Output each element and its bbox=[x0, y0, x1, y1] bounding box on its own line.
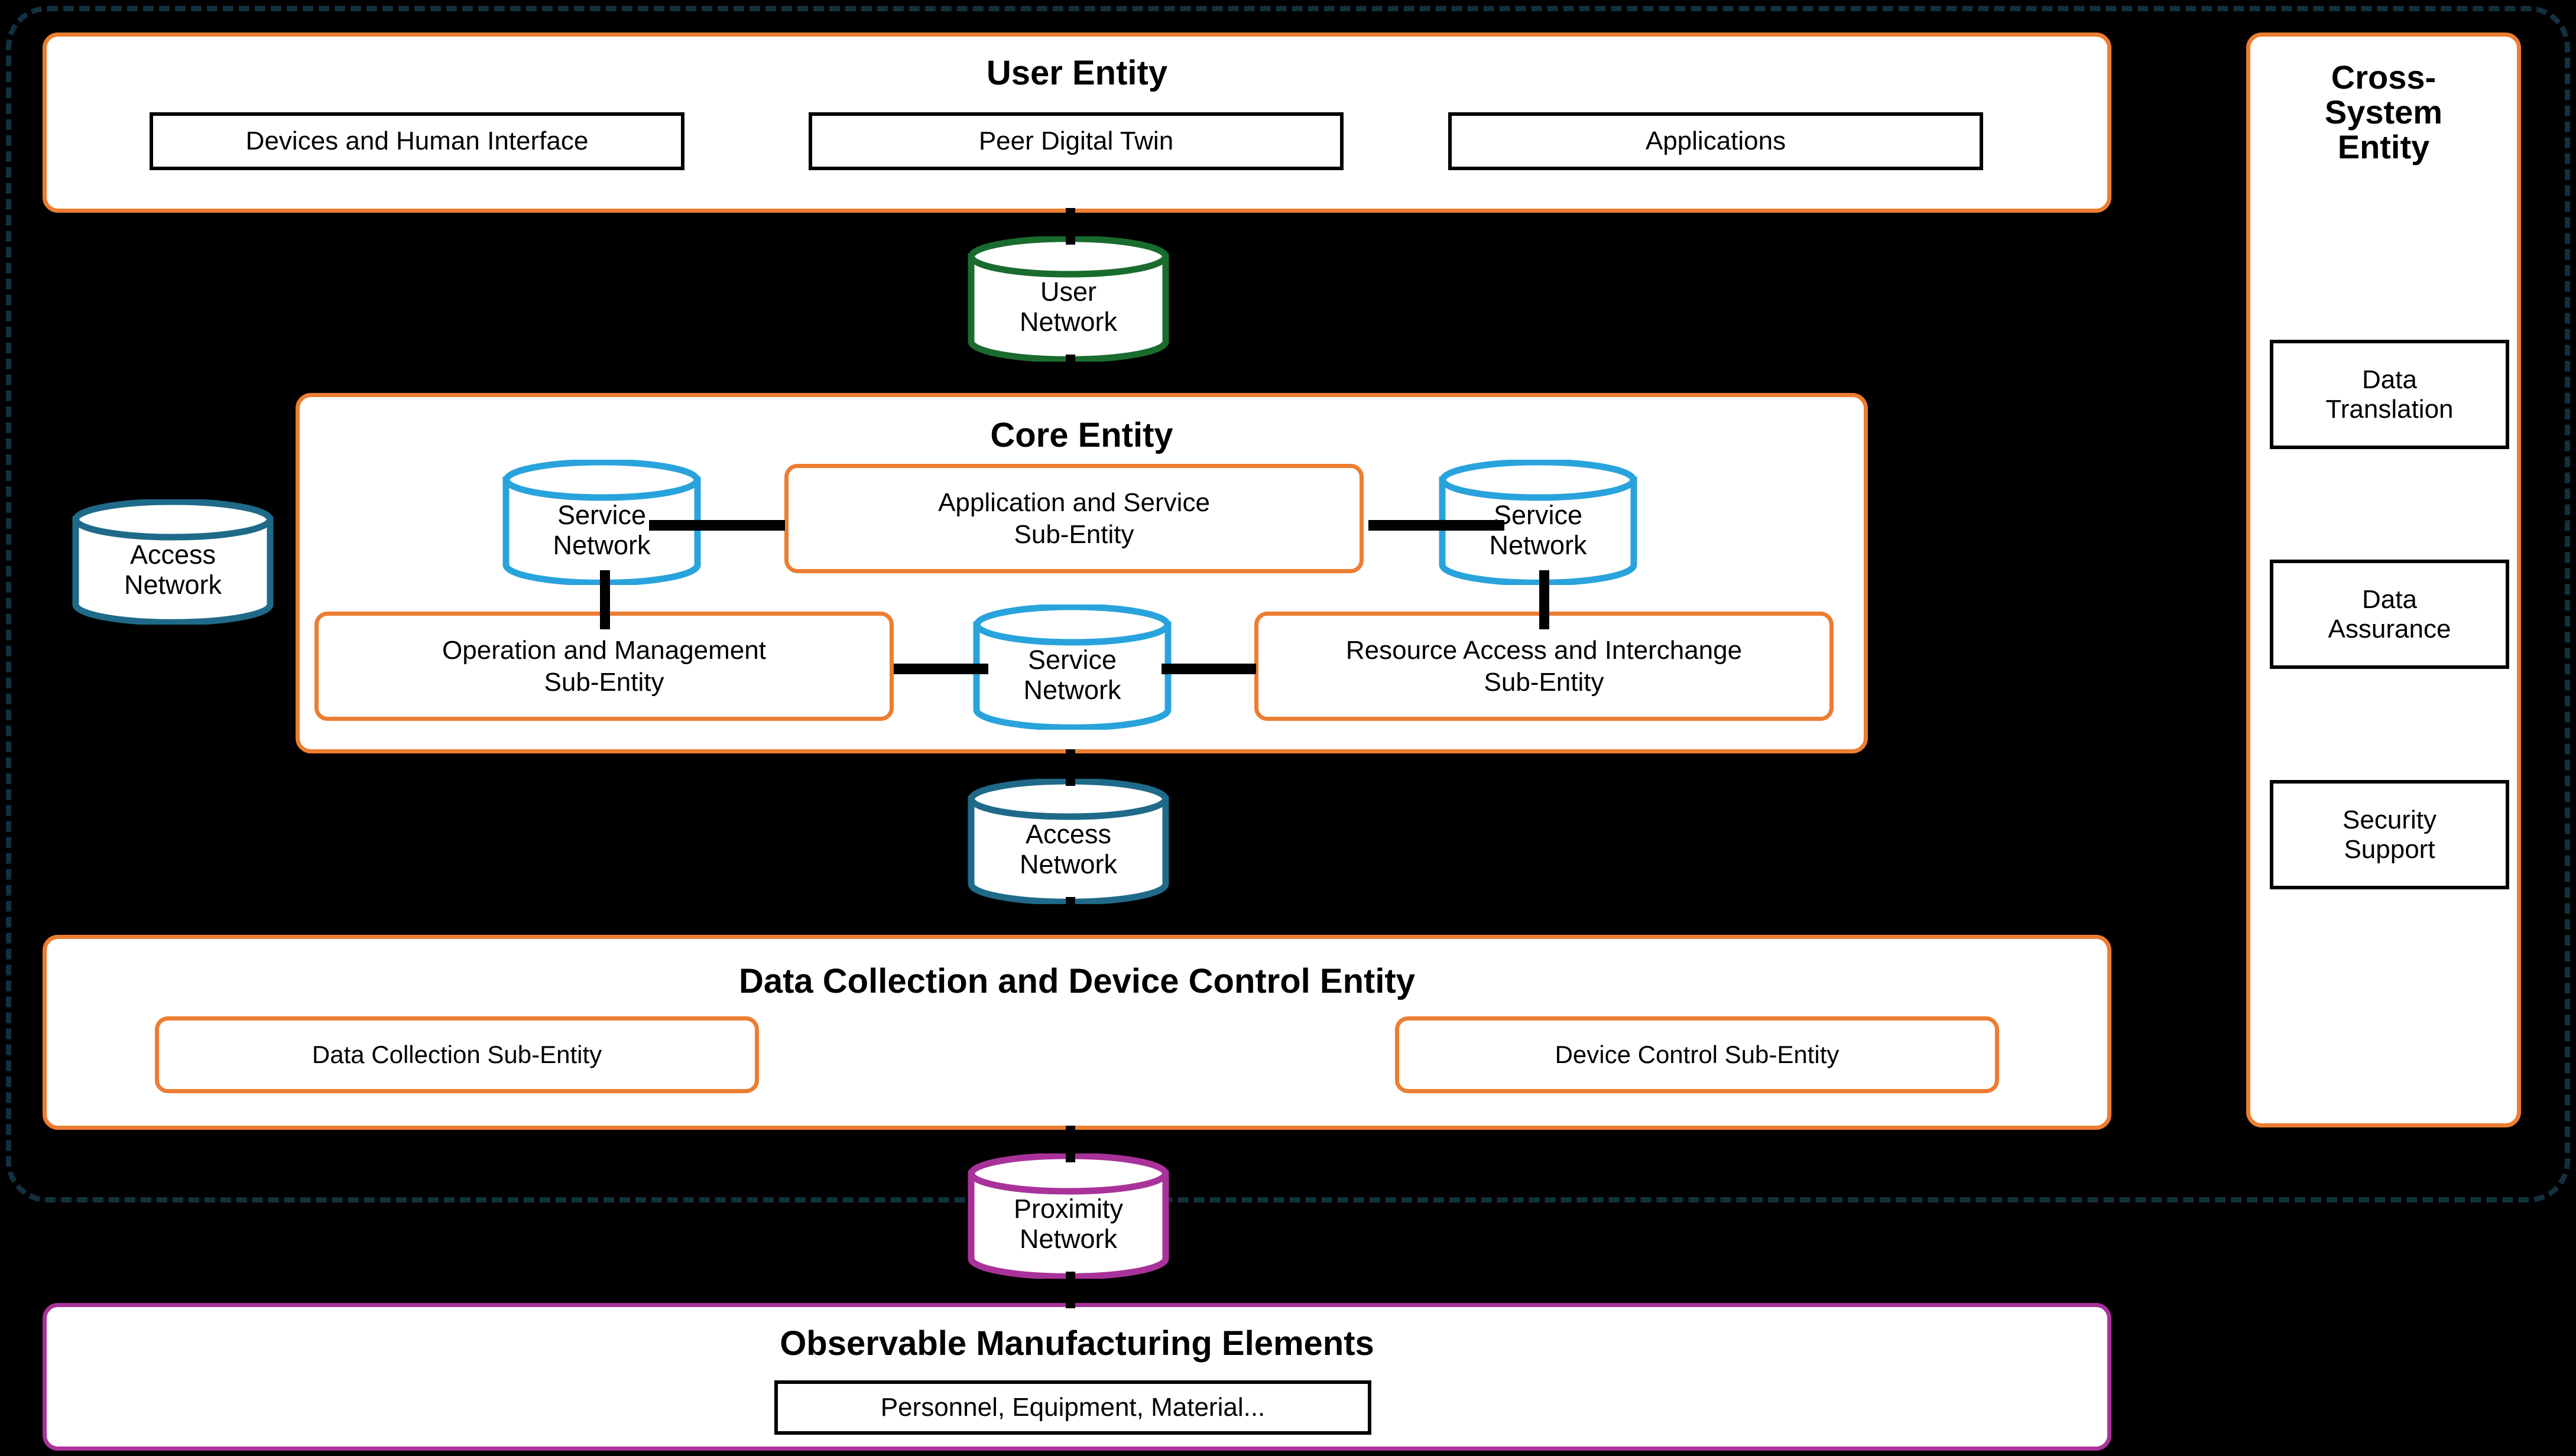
connector-operation-to-service-mid bbox=[894, 664, 988, 674]
data-collection-sub-entity-label: Data Collection Sub-Entity bbox=[312, 1041, 602, 1069]
user-entity-item-applications[interactable]: Applications bbox=[1448, 112, 1983, 170]
cross-system-item-data-assurance-line1: Data bbox=[2362, 585, 2417, 615]
cross-system-item-data-assurance[interactable]: Data Assurance bbox=[2270, 560, 2509, 669]
observable-elements-panel: Observable Manufacturing Elements bbox=[43, 1303, 2111, 1451]
cross-system-item-data-translation-line2: Translation bbox=[2325, 394, 2454, 424]
cross-system-entity-title-line3: Entity bbox=[2337, 128, 2430, 165]
access-network-mid-cylinder-shape bbox=[968, 779, 1169, 904]
core-entity-title: Core Entity bbox=[990, 416, 1173, 454]
access-network-left-cylinder[interactable]: Access Network bbox=[71, 499, 275, 625]
data-collection-sub-entity[interactable]: Data Collection Sub-Entity bbox=[155, 1016, 759, 1093]
cross-system-item-security-support[interactable]: Security Support bbox=[2270, 780, 2509, 889]
service-network-right-cylinder-shape bbox=[1439, 460, 1637, 585]
core-sub-entity-operation-and-management-line2: Sub-Entity bbox=[544, 667, 664, 697]
user-entity-item-applications-label: Applications bbox=[1645, 126, 1786, 156]
observable-elements-item-personnel-label: Personnel, Equipment, Material... bbox=[880, 1393, 1266, 1422]
user-network-cylinder[interactable]: User Network bbox=[966, 236, 1170, 362]
access-network-mid-cylinder[interactable]: Access Network bbox=[966, 779, 1170, 904]
user-network-cylinder-shape bbox=[968, 236, 1169, 362]
cross-system-entity-title-line1: Cross- bbox=[2331, 58, 2437, 96]
connector-data-collection-to-proximity-network bbox=[1066, 1126, 1075, 1162]
connector-user-network-to-core-entity bbox=[1066, 355, 1075, 391]
core-sub-entity-application-and-service[interactable]: Application and Service Sub-Entity bbox=[784, 464, 1364, 573]
cross-system-entity-title-line2: System bbox=[2324, 93, 2443, 131]
service-network-mid-cylinder[interactable]: Service Network bbox=[972, 604, 1173, 730]
proximity-network-cylinder-shape bbox=[968, 1153, 1169, 1279]
connector-service-right-to-resource bbox=[1539, 570, 1549, 629]
core-sub-entity-application-and-service-line2: Sub-Entity bbox=[1014, 519, 1134, 549]
connector-access-network-to-data-collection-entity bbox=[1066, 897, 1075, 934]
service-network-left-cylinder-shape bbox=[502, 460, 701, 585]
core-sub-entity-resource-access-and-interchange[interactable]: Resource Access and Interchange Sub-Enti… bbox=[1254, 612, 1834, 721]
service-network-left-cylinder[interactable]: Service Network bbox=[501, 460, 702, 585]
user-entity-item-devices-label: Devices and Human Interface bbox=[245, 126, 589, 156]
connector-service-mid-to-resource bbox=[1162, 664, 1256, 674]
connector-app-service-to-service-right bbox=[1368, 520, 1504, 531]
device-control-sub-entity[interactable]: Device Control Sub-Entity bbox=[1395, 1016, 1999, 1093]
connector-core-entity-to-access-network bbox=[1066, 749, 1075, 786]
connector-user-entity-to-user-network bbox=[1066, 208, 1075, 245]
core-sub-entity-resource-access-and-interchange-line2: Sub-Entity bbox=[1484, 667, 1604, 697]
core-sub-entity-operation-and-management-line1: Operation and Management bbox=[442, 635, 766, 665]
device-control-sub-entity-label: Device Control Sub-Entity bbox=[1555, 1041, 1839, 1069]
user-entity-item-peer-digital-twin[interactable]: Peer Digital Twin bbox=[809, 112, 1344, 170]
user-entity-item-devices[interactable]: Devices and Human Interface bbox=[150, 112, 684, 170]
cross-system-item-data-assurance-line2: Assurance bbox=[2328, 614, 2451, 644]
access-network-left-cylinder-shape bbox=[72, 499, 274, 625]
observable-elements-title: Observable Manufacturing Elements bbox=[780, 1324, 1374, 1363]
core-sub-entity-application-and-service-line1: Application and Service bbox=[938, 488, 1210, 517]
cross-system-item-security-support-line2: Support bbox=[2344, 834, 2435, 864]
user-entity-title: User Entity bbox=[986, 54, 1168, 92]
service-network-mid-cylinder-shape bbox=[973, 604, 1172, 730]
user-entity-item-peer-digital-twin-label: Peer Digital Twin bbox=[978, 126, 1174, 156]
connector-service-left-to-operation bbox=[600, 570, 610, 629]
core-sub-entity-resource-access-and-interchange-line1: Resource Access and Interchange bbox=[1345, 635, 1743, 665]
data-collection-entity-title: Data Collection and Device Control Entit… bbox=[738, 962, 1416, 1000]
proximity-network-cylinder[interactable]: Proximity Network bbox=[966, 1153, 1170, 1279]
connector-proximity-network-to-observable-elements bbox=[1066, 1272, 1075, 1308]
cross-system-entity-title: Cross- System Entity bbox=[2250, 60, 2517, 164]
cross-system-item-data-translation[interactable]: Data Translation bbox=[2270, 340, 2509, 449]
cross-system-item-data-translation-line1: Data bbox=[2362, 365, 2417, 395]
connector-service-left-to-app-service bbox=[649, 520, 785, 531]
observable-elements-item-personnel[interactable]: Personnel, Equipment, Material... bbox=[774, 1380, 1371, 1435]
cross-system-item-security-support-line1: Security bbox=[2343, 805, 2437, 835]
core-sub-entity-operation-and-management[interactable]: Operation and Management Sub-Entity bbox=[314, 612, 894, 721]
